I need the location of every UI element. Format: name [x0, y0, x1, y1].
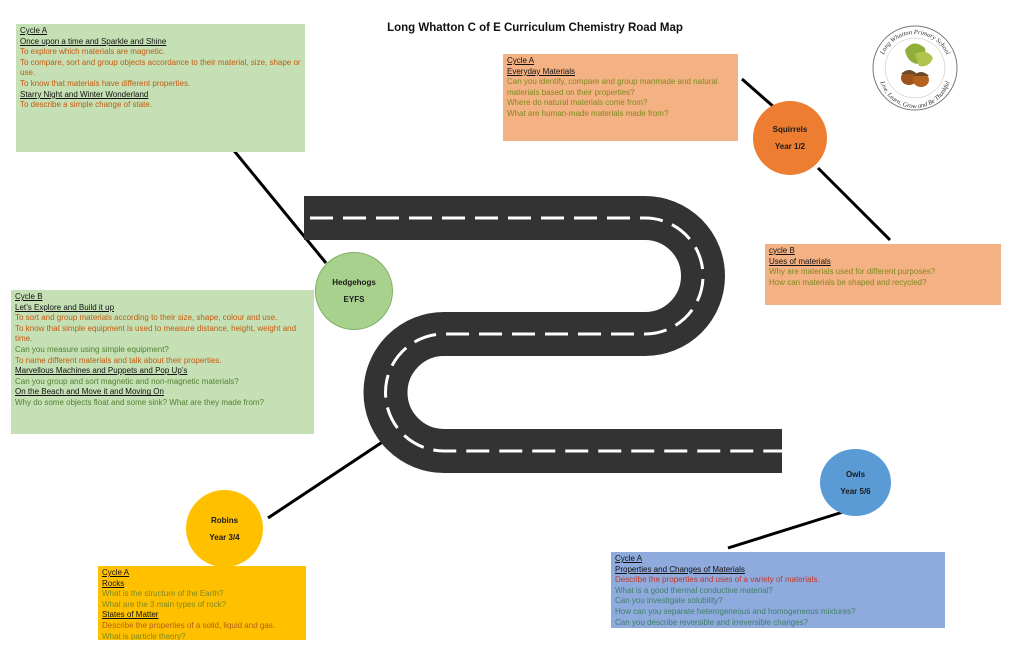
box-objective: What is a good thermal conductive materi… — [615, 585, 773, 595]
box-objective: What are human-made materials made from? — [507, 108, 669, 118]
box-objective: Where do natural materials come from? — [507, 98, 648, 108]
road-center-marking — [310, 216, 782, 453]
connector-eyfs-a — [229, 146, 328, 264]
box-heading: Everyday Materials — [507, 66, 576, 76]
acorn-school-logo-icon: Long Whatton Primary School Live, Learn,… — [872, 25, 958, 111]
box-objective: Why do some objects float and some sink?… — [15, 397, 265, 407]
group-year: Year 5/6 — [840, 486, 871, 496]
squirrels-group-circle: Squirrels Year 1/2 — [753, 101, 827, 175]
owls-group-circle: Owls Year 5/6 — [820, 449, 891, 516]
box-heading: Let’s Explore and Build it up — [15, 302, 115, 312]
box-objective: Can you measure using simple equipment? — [15, 344, 169, 354]
box-heading: On the Beach and Move it and Moving On — [15, 387, 164, 397]
box-heading: Starry Night and Winter Wonderland — [20, 89, 149, 99]
box-heading: cycle B — [769, 246, 795, 255]
box-objective: What is the structure of the Earth? — [102, 589, 224, 599]
box-objective: To sort and group materials according to… — [15, 313, 278, 323]
box-heading: Cycle A — [102, 568, 130, 577]
box-heading: Once upon a time and Sparkle and Shine — [20, 36, 167, 46]
group-name: Hedgehogs — [332, 278, 376, 287]
box-objective: Can you identify, compare and group manm… — [507, 77, 718, 97]
hedgehogs-group-circle: Hedgehogs EYFS — [315, 252, 393, 330]
box-objective: To know that simple equipment is used to… — [15, 323, 297, 344]
connector-y12-a — [741, 77, 776, 110]
box-objective: Can you group and sort magnetic and non-… — [15, 376, 239, 386]
road-segment — [304, 196, 782, 473]
group-year: Year 1/2 — [774, 142, 806, 151]
box-objective: To name different materials and talk abo… — [15, 355, 222, 365]
box-objective: What is particle theory? — [102, 631, 186, 640]
box-objective: To explore which materials are magnetic. — [20, 47, 165, 57]
group-name: Robins — [210, 515, 239, 525]
connector-y12-b — [816, 166, 892, 242]
page-title: Long Whatton C of E Curriculum Chemistry… — [387, 22, 683, 34]
group-name: Squirrels — [772, 125, 808, 134]
box-objective: Can you describe reversible and irrevers… — [615, 617, 808, 627]
box-heading: Cycle B — [15, 292, 43, 301]
box-objective: Why are materials used for different pur… — [769, 267, 936, 277]
connector-owls — [727, 510, 844, 550]
box-objective: Describe the properties and uses of a va… — [615, 575, 820, 585]
box-heading: Cycle A — [20, 26, 48, 35]
box-heading: Marvellous Machines and Puppets and Pop … — [15, 366, 188, 376]
group-year: EYFS — [343, 295, 365, 304]
box-objective: Describe the properties of a solid, liqu… — [102, 620, 275, 630]
box-heading: Uses of materials — [769, 256, 831, 266]
box-objective: Can you investigate solubility? — [615, 596, 723, 606]
box-objective: How can materials be shaped and recycled… — [769, 277, 927, 287]
box-objective: How can you separate heterogeneous and h… — [615, 606, 856, 616]
box-objective: To compare, sort and group objects accor… — [20, 57, 301, 78]
box-heading: Cycle A — [507, 56, 535, 65]
group-year: Year 3/4 — [209, 532, 240, 542]
box-heading: States of Matter — [102, 610, 159, 620]
box-objective: To know that materials have different pr… — [20, 78, 191, 88]
group-name: Owls — [845, 469, 866, 479]
box-heading: Properties and Changes of Materials — [615, 564, 745, 574]
robins-group-circle: Robins Year 3/4 — [186, 490, 263, 567]
connector-robins — [267, 433, 394, 520]
box-heading: Rocks — [102, 578, 125, 588]
box-objective: What are the 3 main types of rock? — [102, 599, 227, 609]
box-heading: Cycle A — [615, 554, 643, 563]
box-objective: To describe a simple change of state. — [20, 100, 153, 110]
